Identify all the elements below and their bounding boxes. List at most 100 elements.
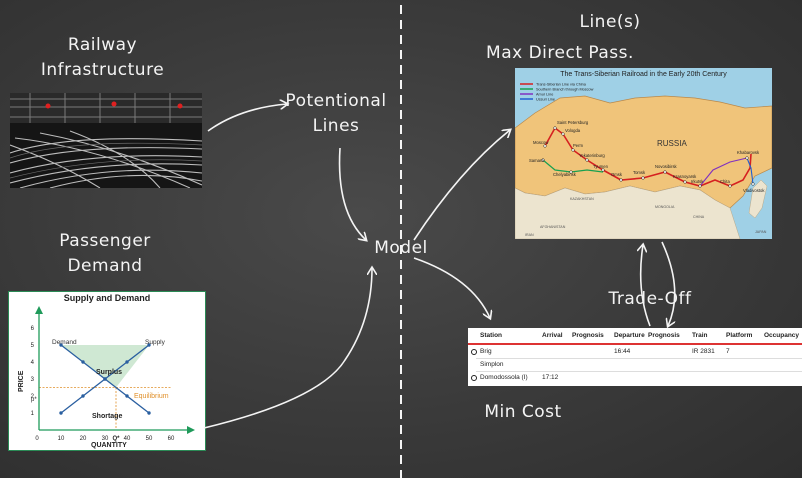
- map-city-label: Omsk: [611, 172, 623, 177]
- y-tick-label: 5: [31, 343, 35, 349]
- arrow-model-to-map: [413, 130, 510, 241]
- supply-point: [103, 377, 107, 381]
- map-city-label: Novosibirsk: [655, 164, 678, 169]
- shortage-label: Shortage: [92, 413, 122, 420]
- demand-point: [125, 394, 129, 398]
- x-tick-label: Q*: [112, 436, 120, 442]
- map-city-label: Chita: [720, 179, 730, 184]
- quantity-axis-label: QUANTITY: [91, 442, 127, 449]
- timetable-row-divider: [476, 358, 802, 359]
- demand-point: [59, 343, 63, 347]
- arrow-tradeoff-to-map: [641, 245, 651, 327]
- x-tick-label: 40: [124, 436, 131, 442]
- map-city-label: Perm: [573, 143, 584, 148]
- y-tick-label: 4: [31, 360, 35, 366]
- map-city-label: Saint Petersburg: [557, 120, 589, 125]
- map-legend-label: Trans-Siberian Line via China: [536, 83, 587, 87]
- southern-landmass: [515, 185, 741, 239]
- x-tick-label: 60: [168, 436, 175, 442]
- map-city-label: Irkutsk: [691, 179, 704, 184]
- map-city-label: Yekaterinburg: [579, 153, 605, 158]
- railway-infrastructure-photo: [10, 93, 202, 188]
- y-tick-label: 3: [31, 377, 35, 383]
- passenger-demand-line2: Demand: [67, 255, 143, 276]
- map-city-label: Chelyabinsk: [553, 172, 577, 177]
- x-tick-label: 50: [146, 436, 153, 442]
- map-legend-label: Southern Branch through Moscow: [536, 88, 594, 92]
- potentional-lines-line2: Lines: [312, 115, 360, 136]
- trade-off-label: Trade-Off: [608, 289, 692, 309]
- x-tick-label: 0: [35, 436, 39, 442]
- arrow-lines-to-model: [338, 147, 366, 240]
- max-direct-pass-label: Max Direct Pass.: [486, 43, 634, 63]
- railway-infrastructure-line2: Infrastructure: [40, 59, 165, 80]
- map-city-label: Vladivostok: [743, 188, 765, 193]
- passenger-demand-label: Passenger Demand: [45, 229, 165, 278]
- timetable-header: Platform: [726, 332, 753, 339]
- timetable-cell-arrival: 17:12: [542, 374, 559, 381]
- timetable-row-divider: [476, 371, 802, 372]
- railway-infrastructure-label: Railway Infrastructure: [35, 33, 170, 82]
- map-city-label: Vologda: [565, 128, 581, 133]
- timetable-header: Train: [692, 332, 708, 339]
- supply-point: [81, 394, 85, 398]
- rail-line-main: [544, 126, 752, 187]
- map-city-label: Moscow: [533, 140, 549, 145]
- equilibrium-label: Equilibrium: [134, 393, 169, 400]
- potentional-lines-line1: Potentional: [285, 91, 387, 111]
- russia-label: RUSSIA: [657, 139, 687, 148]
- japan-landmass: [748, 179, 768, 219]
- y-tick-label: 2: [31, 394, 35, 400]
- x-tick-label: 30: [102, 436, 109, 442]
- map-region-label: MONGOLIA: [655, 205, 675, 209]
- arrow-model-to-timetable: [413, 257, 490, 318]
- timetable-header: Arrival: [542, 332, 563, 339]
- arrow-infra-to-lines: [207, 104, 287, 132]
- y-axis-arrow: [35, 306, 43, 314]
- timetable-cell-station: Simplon: [480, 361, 504, 368]
- potentional-lines-label: Potentional Lines: [276, 89, 396, 138]
- station-marker-icon: [471, 349, 477, 355]
- station-marker-icon: [471, 375, 477, 381]
- map-legend-label: Ussuri Line: [536, 98, 555, 102]
- min-cost-label: Min Cost: [484, 402, 562, 422]
- sd-title: Supply and Demand: [63, 293, 151, 303]
- map-region-label: AFGHANISTAN: [540, 225, 566, 229]
- lines-label: Line(s): [579, 12, 641, 32]
- demand-label: Demand: [52, 339, 77, 346]
- map-city-label: Khabarovsk: [737, 150, 760, 155]
- supply-point: [59, 411, 63, 415]
- y-tick-label: 1: [31, 411, 35, 417]
- city-dots: [541, 126, 755, 188]
- timetable-cell-platform: 7: [726, 348, 730, 355]
- map-title: The Trans-Siberian Railroad in the Early…: [560, 71, 727, 78]
- rail-line-amur: [699, 157, 748, 187]
- map-region-label: IRAN: [525, 233, 534, 237]
- map-region-label: JAPAN: [755, 230, 767, 234]
- rail-line-ussuri: [746, 157, 754, 185]
- map-city-label: Samara: [529, 158, 544, 163]
- timetable-header-rule: [468, 343, 802, 345]
- timetable-header: Station: [480, 332, 503, 339]
- x-tick-label: 10: [58, 436, 65, 442]
- railway-infrastructure-line1: Railway: [67, 35, 138, 55]
- timetable-cell-train: IR 2831: [692, 348, 715, 355]
- price-axis-label: PRICE: [18, 370, 25, 392]
- map-region-label: KAZAKHSTAN: [570, 197, 594, 201]
- surplus-label: Surplus: [96, 369, 122, 376]
- x-tick-label: 20: [80, 436, 87, 442]
- y-tick-label: 6: [31, 326, 35, 332]
- p-star-label: p*: [31, 397, 37, 403]
- timetable-cell-station: Brig: [480, 348, 492, 355]
- map-city-label: Tomsk: [633, 170, 646, 175]
- passenger-demand-line1: Passenger: [59, 231, 151, 251]
- map-legend-label: Amur Line: [536, 93, 553, 97]
- supply-point: [147, 343, 151, 347]
- timetable-header: Departure: [614, 332, 645, 339]
- arrow-demand-to-model: [203, 268, 372, 429]
- demand-point: [81, 360, 85, 364]
- timetable-cell-departure: 16:44: [614, 348, 631, 355]
